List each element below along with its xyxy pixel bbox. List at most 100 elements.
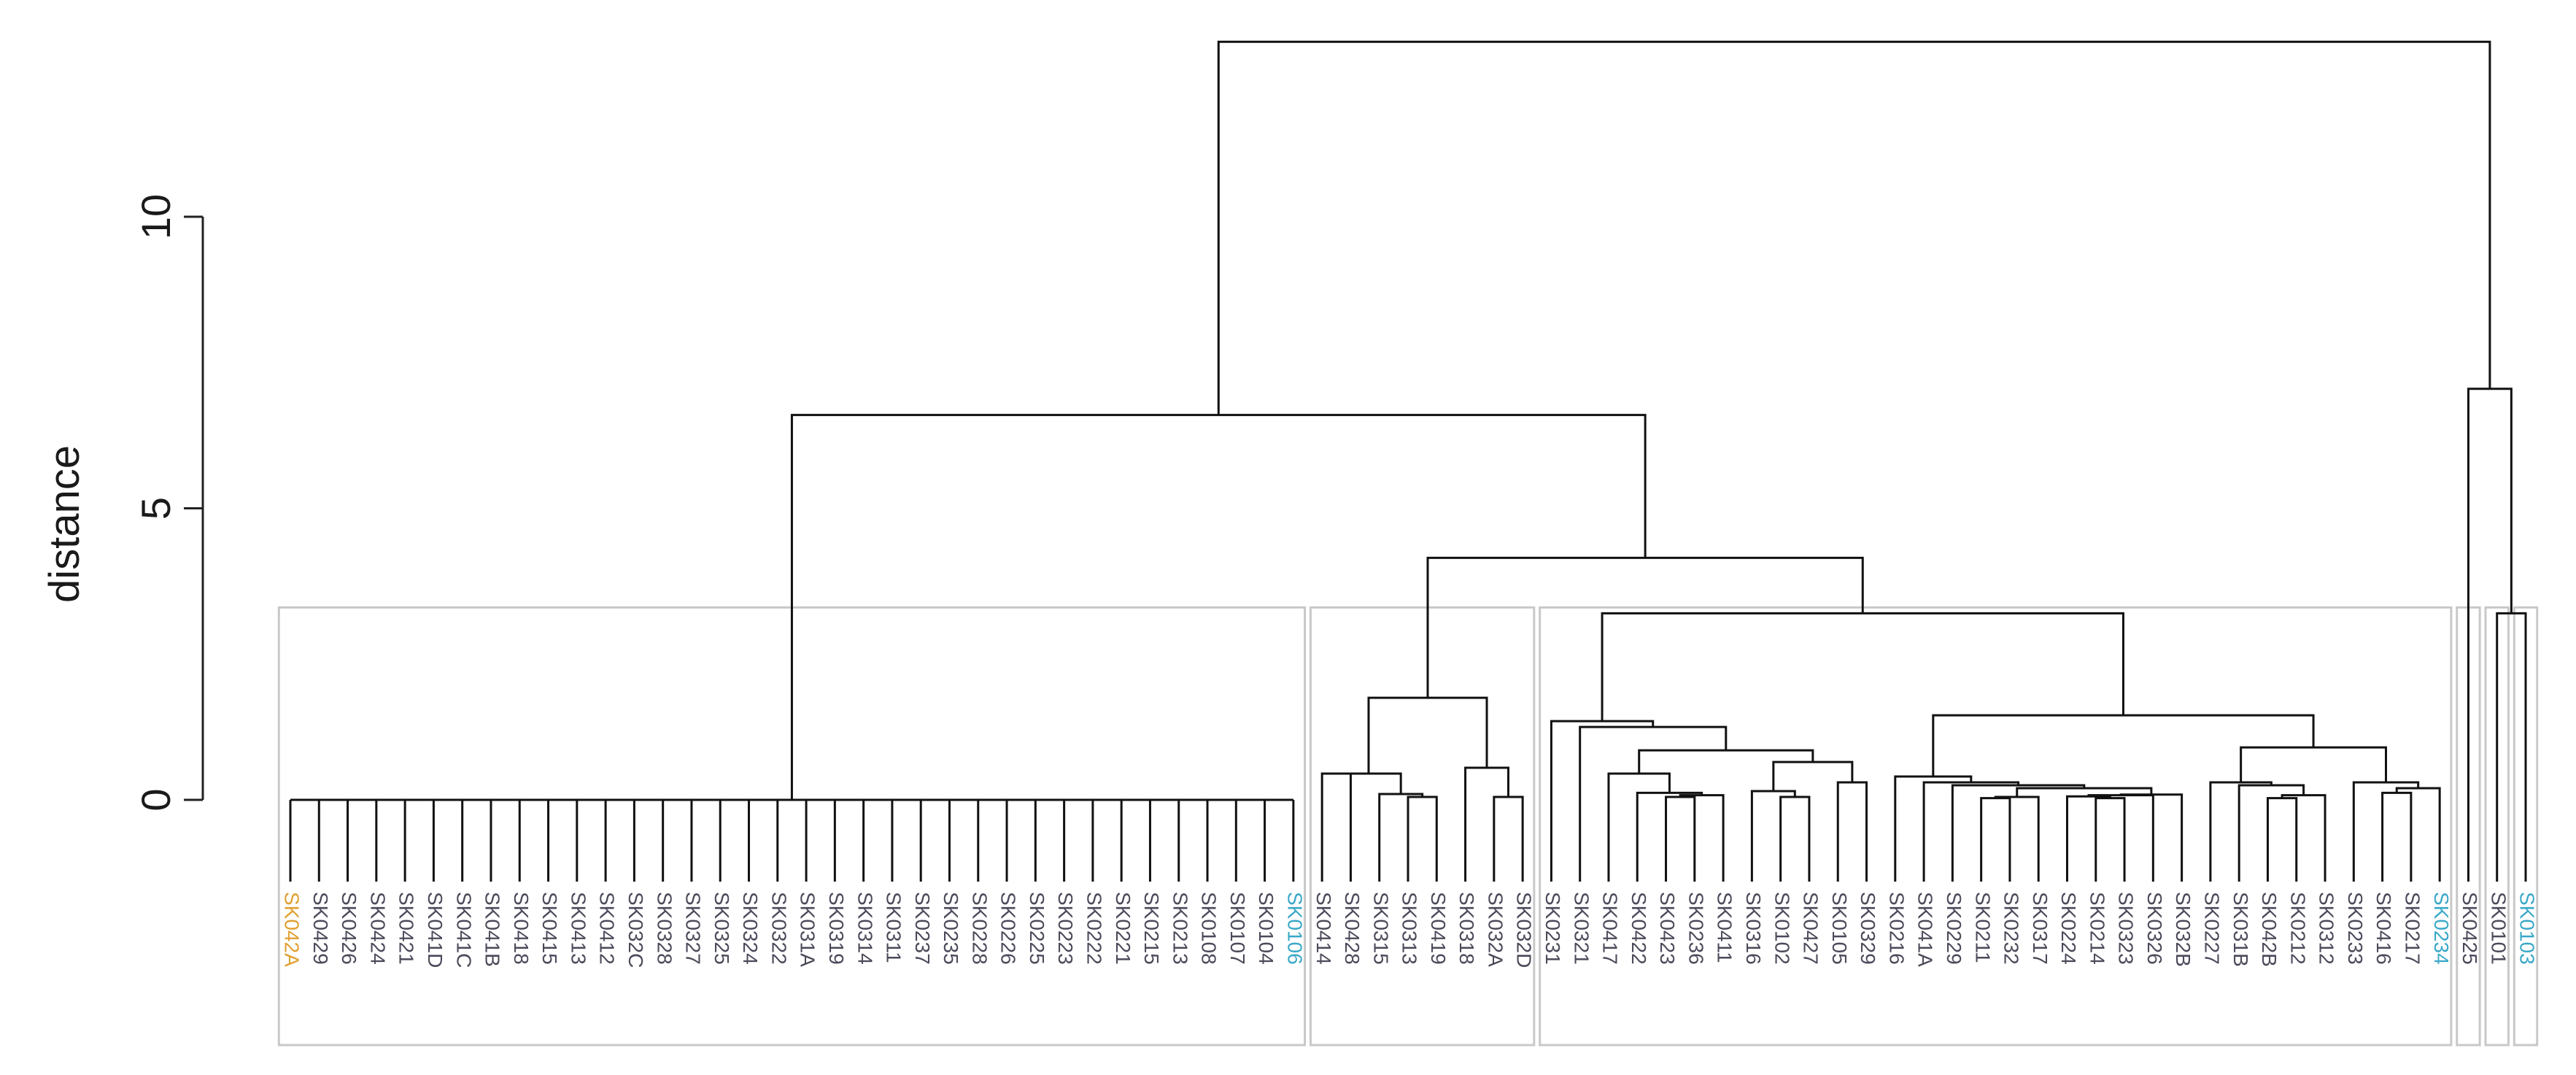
leaf-label: SK041B [481,892,504,967]
dendrogram-link [2352,781,2420,800]
leaf-label: SK0224 [2057,892,2080,965]
leaf-label: SK041D [424,892,446,968]
leaf-label: SK0215 [1140,892,1163,965]
dendrogram-link [2467,388,2513,800]
leaf-label: SK0314 [854,892,876,965]
leaf-label: SK0227 [2201,892,2224,965]
leaf-label: SK0428 [1341,892,1364,965]
leaf-label: SK0325 [711,892,733,965]
dendrogram-link [1750,790,1796,800]
leaf-label: SK032A [1484,892,1506,967]
dendrogram-link [1951,784,2086,800]
leaf-label: SK0229 [1943,892,1965,965]
dendrogram-link [1932,714,2315,777]
leaf-label: SK0429 [309,892,332,965]
leaf-label: SK0316 [1742,892,1765,965]
dendrogram-link [2240,746,2387,783]
leaf-label: SK0106 [1283,892,1306,965]
y-tick-label: 5 [133,497,179,520]
leaf-label: SK0236 [1685,892,1707,965]
leaf-label: SK0104 [1255,892,1277,965]
leaf-label: SK0322 [767,892,790,965]
dendrogram-link [1607,772,1671,800]
dendrogram-links [289,40,2527,882]
leaf-label: SK0103 [2516,892,2539,965]
leaf-label: SK0213 [1169,892,1191,965]
leaf-label: SK0223 [1054,892,1077,965]
dendrogram-link [1601,612,2124,722]
leaf-label: SK0417 [1599,892,1622,965]
dendrogram-link [1320,772,1352,800]
leaf-label: SK0419 [1427,892,1450,965]
leaf-label: SK0101 [2487,892,2510,965]
leaf-label: SK032C [624,892,647,968]
leaf-label: SK032D [1513,892,1536,968]
dendrogram-link [2065,795,2111,800]
leaf-label: SK0233 [2344,892,2367,965]
leaf-label: SK0326 [2143,892,2166,965]
dendrogram-link [1836,781,1868,800]
dendrogram-link [1407,795,1438,800]
leaf-label: SK031B [2229,892,2252,967]
dendrogram-link [2266,797,2298,800]
dendrogram-link [1493,795,1524,800]
leaf-label: SK0107 [1226,892,1249,965]
dendrogram-link [2237,784,2305,800]
dendrogram-link [1367,696,1488,774]
y-tick-label: 0 [133,788,179,811]
dendrogram-link [1217,40,2491,415]
leaf-label: SK0311 [883,892,905,963]
dendrogram-link [1772,760,1854,792]
dendrogram-link [1336,772,1402,795]
leaf-label: SK0217 [2401,892,2424,965]
dendrogram-link [1894,775,1973,800]
leaf-label: SK0232 [2000,892,2023,965]
leaf-label: SK0415 [538,892,561,965]
leaf-label: SK0228 [968,892,991,965]
leaf-label: SK0214 [2086,892,2108,965]
dendrogram-link [2395,787,2441,800]
leaf-label: SK0416 [2372,892,2395,965]
y-tick-label: 10 [133,194,179,239]
leaf-label: SK0216 [1885,892,1908,965]
leaf-label: SK032B [2172,892,2194,967]
y-axis-title: distance [41,445,88,603]
leaf-label: SK042B [2258,892,2281,967]
dendrogram-link [1464,766,1509,800]
leaf-label: SK0108 [1198,892,1221,965]
dendrogram-link [2119,793,2184,800]
leaf-label: SK0321 [1570,892,1593,965]
leaf-label: SK0212 [2286,892,2309,965]
leaf-label: SK0318 [1455,892,1478,965]
leaf-label: SK0319 [825,892,848,965]
dendrogram-link [1679,794,1725,800]
leaf-label: SK0226 [997,892,1020,965]
cluster-box [1309,606,1536,1047]
leaf-label: SK041C [452,892,475,968]
dendrogram-link [1665,795,1696,800]
dendrogram-link [1579,725,1728,800]
leaf-label: SK0412 [596,892,619,965]
leaf-label: SK0225 [1026,892,1048,965]
leaf-label: SK0422 [1628,892,1650,965]
leaf-label: SK042A [281,892,303,967]
leaf-label: SK0329 [1857,892,1879,965]
leaf-label: SK0414 [1312,892,1335,965]
leaf-label: SK0235 [940,892,962,965]
leaf-label: SK0315 [1369,892,1392,965]
leaf-label: SK0427 [1800,892,1822,965]
leaf-label: SK0418 [510,892,533,965]
leaf-label: SK0425 [2459,892,2481,965]
leaf-label: SK0102 [1771,892,1793,965]
leaf-label: SK0317 [2029,892,2051,965]
dendrogram-link [1994,795,2040,800]
dendrogram-link [1980,797,2011,800]
leaf-label: SK041A [1914,892,1937,967]
leaf-label: SK0413 [567,892,589,965]
leaf-label: SK0423 [1656,892,1679,965]
leaf-label: SK0312 [2316,892,2338,965]
dendrogram-link [2381,791,2413,800]
dendrogram-link [2281,794,2326,800]
